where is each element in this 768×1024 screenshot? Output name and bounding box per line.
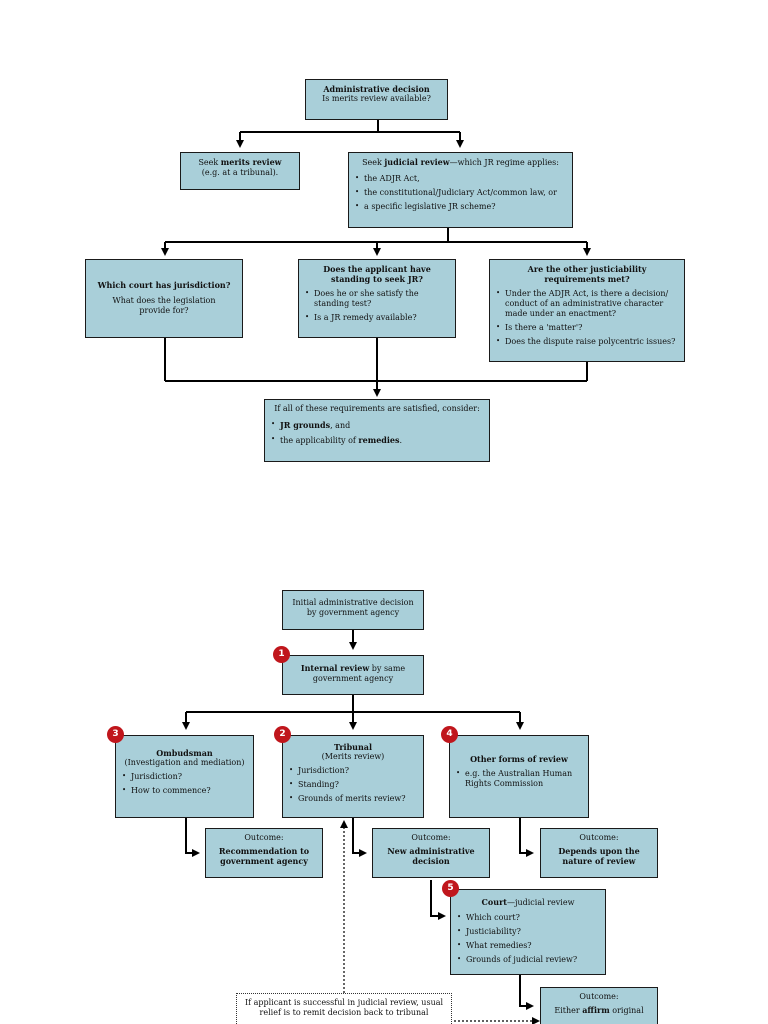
admin-decision-box: Administrative decision Is merits review… <box>305 79 448 120</box>
court-review-bold: Court <box>481 897 507 907</box>
merits-example: (e.g. at a tribunal). <box>201 168 279 177</box>
internal-review-rest: by same government agency <box>312 664 406 683</box>
remittal-note: If applicant is successful in judicial r… <box>236 993 452 1024</box>
other-review-box: Other forms of review e.g. the Australia… <box>449 735 589 818</box>
tribunal-sub: (Merits review) <box>321 752 385 761</box>
court-outcome-box: Outcome: Either affirm original <box>540 987 658 1024</box>
standing-item: Is a JR remedy available? <box>305 313 449 323</box>
requirements-intro: If all of these requirements are satisfi… <box>274 404 480 413</box>
justiciability-item: Is there a 'matter'? <box>496 323 678 333</box>
internal-review-bold: Internal review <box>300 663 370 673</box>
standing-item: Does he or she satisfy the standing test… <box>305 289 449 309</box>
judicial-suffix: —which JR regime applies: <box>449 158 559 167</box>
initial-decision-box: Initial administrative decision by gover… <box>282 590 424 630</box>
other-outcome-label: Outcome: <box>579 833 619 842</box>
ombudsman-box: Ombudsman (Investigation and mediation) … <box>115 735 254 818</box>
justiciability-box: Are the other justiciability requirement… <box>489 259 685 362</box>
other-outcome-text: Depends upon the nature of review <box>558 846 640 866</box>
admin-decision-title: Administrative decision <box>323 84 430 94</box>
remedies-text: remedies <box>358 435 400 445</box>
admin-decision-question: Is merits review available? <box>322 94 431 103</box>
tribunal-title: Tribunal <box>333 742 373 752</box>
internal-review-box: Internal review by same government agenc… <box>282 655 424 695</box>
judicial-item: the constitutional/Judiciary Act/common … <box>355 188 566 198</box>
ombudsman-outcome-text: Recommendation to government agency <box>218 846 310 866</box>
justiciability-item: Does the dispute raise polycentric issue… <box>496 337 678 347</box>
jr-grounds-rest: , and <box>330 421 351 430</box>
merits-prefix: Seek <box>198 158 221 167</box>
step-3-badge: 3 <box>107 726 124 743</box>
standing-box: Does the applicant have standing to seek… <box>298 259 456 338</box>
tribunal-box: Tribunal (Merits review) Jurisdiction? S… <box>282 735 424 818</box>
tribunal-item: Grounds of merits review? <box>289 794 417 804</box>
initial-decision-text: Initial administrative decision by gover… <box>292 598 414 617</box>
jr-grounds-text: JR grounds <box>280 420 331 430</box>
court-jurisdiction-sub: What does the legislation provide for? <box>112 296 216 315</box>
step-4-badge: 4 <box>441 726 458 743</box>
court-outcome-rest: original <box>609 1006 644 1015</box>
justiciability-title: Are the other justiciability requirement… <box>527 264 647 284</box>
tribunal-item: Jurisdiction? <box>289 766 417 776</box>
remedies-suffix: . <box>399 436 403 445</box>
other-review-title: Other forms of review <box>470 754 568 764</box>
step-5-badge: 5 <box>442 880 459 897</box>
merits-review-box: Seek merits review (e.g. at a tribunal). <box>180 152 300 190</box>
ombudsman-outcome-label: Outcome: <box>244 833 284 842</box>
other-review-item: e.g. the Australian Human Rights Commiss… <box>456 769 582 789</box>
court-jurisdiction-title: Which court has jurisdiction? <box>97 280 231 290</box>
ombudsman-title: Ombudsman <box>156 748 213 758</box>
judicial-bold: judicial review <box>384 157 450 167</box>
court-review-rest: —judicial review <box>506 898 575 907</box>
requirements-item: the applicability of remedies. <box>271 435 483 446</box>
requirements-satisfied-box: If all of these requirements are satisfi… <box>264 399 490 462</box>
court-review-box: Court—judicial review Which court? Justi… <box>450 889 606 975</box>
ombudsman-item: How to commence? <box>122 786 247 796</box>
requirements-item: JR grounds, and <box>271 420 483 431</box>
judicial-prefix: Seek <box>362 158 385 167</box>
ombudsman-outcome-box: Outcome: Recommendation to government ag… <box>205 828 323 878</box>
tribunal-outcome-label: Outcome: <box>411 833 451 842</box>
ombudsman-sub: (Investigation and mediation) <box>124 758 245 767</box>
tribunal-item: Standing? <box>289 780 417 790</box>
court-outcome-label: Outcome: <box>579 992 619 1001</box>
other-outcome-box: Outcome: Depends upon the nature of revi… <box>540 828 658 878</box>
tribunal-outcome-text: New administrative decision <box>387 846 475 866</box>
justiciability-item: Under the ADJR Act, is there a decision/… <box>496 289 678 319</box>
remedies-prefix: the applicability of <box>280 436 359 445</box>
court-outcome-bold: affirm <box>582 1005 610 1015</box>
remittal-note-text: If applicant is successful in judicial r… <box>244 998 444 1017</box>
tribunal-outcome-box: Outcome: New administrative decision <box>372 828 490 878</box>
judicial-item: the ADJR Act, <box>355 174 566 184</box>
judicial-item: a specific legislative JR scheme? <box>355 202 566 212</box>
court-review-item: Which court? <box>457 913 599 923</box>
step-2-badge: 2 <box>274 726 291 743</box>
court-review-item: What remedies? <box>457 941 599 951</box>
court-review-item: Justiciability? <box>457 927 599 937</box>
court-review-item: Grounds of judicial review? <box>457 955 599 965</box>
standing-title: Does the applicant have standing to seek… <box>323 264 431 284</box>
merits-bold: merits review <box>220 157 282 167</box>
court-jurisdiction-box: Which court has jurisdiction? What does … <box>85 259 243 338</box>
court-outcome-prefix: Either <box>554 1006 583 1015</box>
step-1-badge: 1 <box>273 646 290 663</box>
judicial-review-box: Seek judicial review—which JR regime app… <box>348 152 573 228</box>
ombudsman-item: Jurisdiction? <box>122 772 247 782</box>
